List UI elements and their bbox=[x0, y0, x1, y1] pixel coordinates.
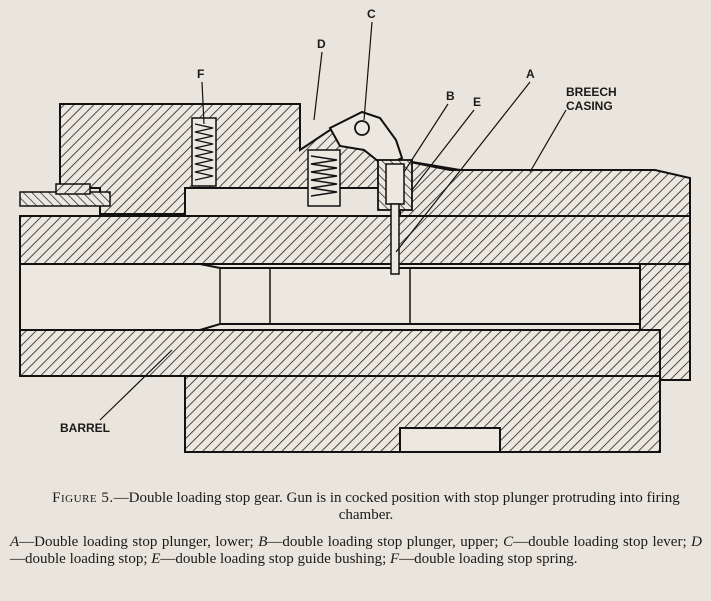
label-a: A bbox=[526, 67, 535, 81]
leader-a bbox=[395, 81, 531, 253]
plunger-b bbox=[385, 163, 405, 205]
leader-barrel bbox=[99, 349, 173, 421]
stop-lever-c bbox=[328, 110, 404, 168]
figure-number: Figure 5. bbox=[52, 490, 114, 506]
label-e: E bbox=[473, 95, 481, 109]
stop-spring bbox=[310, 155, 338, 197]
legend-text: —double loading stop guide bushing; bbox=[160, 551, 390, 567]
legend-key: F bbox=[390, 551, 400, 567]
lower-slot bbox=[399, 427, 501, 453]
caption-legend: A—Double loading stop plunger, lower; B—… bbox=[10, 534, 702, 568]
legend-text: —double loading stop spring. bbox=[399, 551, 578, 567]
leader-f bbox=[201, 81, 205, 125]
leader-d bbox=[313, 51, 323, 121]
label-d: D bbox=[317, 37, 326, 51]
leader-e bbox=[411, 109, 475, 191]
firing-chamber bbox=[19, 263, 641, 331]
legend-text: —double loading stop plunger, upper; bbox=[267, 534, 504, 550]
figure-caption: Figure 5.—Double loading stop gear. Gun … bbox=[10, 490, 702, 568]
leader-breech-casing bbox=[529, 109, 567, 173]
legend-text: —double loading stop; bbox=[10, 551, 152, 567]
gear-diagram: F D C B E A BREECH CASING BARREL bbox=[19, 7, 691, 453]
label-b: B bbox=[446, 89, 455, 103]
legend-key: C bbox=[503, 534, 514, 550]
barrel-lower-wall bbox=[19, 329, 661, 377]
legend-key: B bbox=[258, 534, 268, 550]
left-stub bbox=[55, 183, 91, 195]
legend-key: E bbox=[151, 551, 161, 567]
label-barrel: BARREL bbox=[60, 421, 110, 435]
label-c: C bbox=[367, 7, 376, 21]
legend-key: A bbox=[10, 534, 20, 550]
legend-text: —double loading stop lever; bbox=[513, 534, 692, 550]
leader-b bbox=[403, 103, 449, 173]
breech-casing bbox=[399, 158, 691, 219]
label-casing: CASING bbox=[566, 99, 613, 113]
lever-pivot bbox=[354, 120, 370, 136]
caption-title-text: —Double loading stop gear. Gun is in coc… bbox=[113, 490, 680, 523]
spring-f bbox=[194, 123, 214, 181]
barrel-upper-wall bbox=[19, 215, 691, 265]
plunger-a bbox=[390, 203, 400, 275]
legend-text: —Double loading stop plunger, lower; bbox=[19, 534, 259, 550]
leader-c bbox=[363, 21, 373, 121]
label-f: F bbox=[197, 67, 204, 81]
label-breech: BREECH bbox=[566, 85, 617, 99]
caption-title: Figure 5.—Double loading stop gear. Gun … bbox=[10, 490, 702, 524]
legend-key: D bbox=[691, 534, 702, 550]
